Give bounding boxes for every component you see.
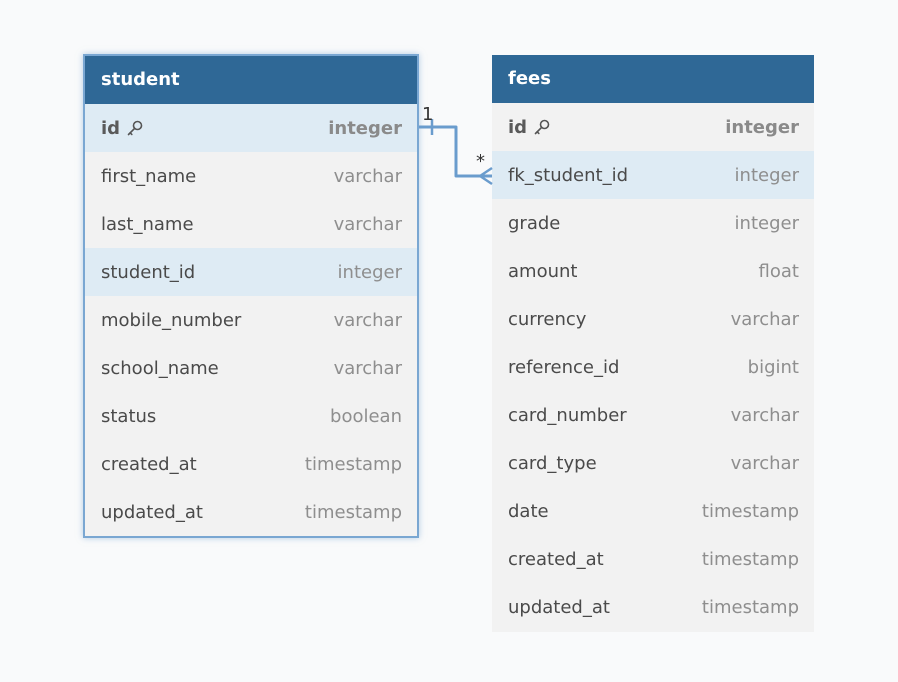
key-icon (534, 119, 550, 135)
table-header-fees[interactable]: fees (492, 55, 814, 103)
column-name: last_name (101, 213, 194, 235)
column-name: grade (508, 212, 561, 234)
column-type: timestamp (701, 500, 799, 522)
column-type: integer (328, 117, 402, 139)
table-header-student[interactable]: student (85, 56, 417, 104)
cardinality-many-label: * (476, 151, 485, 172)
table-row[interactable]: id integer (492, 103, 814, 151)
column-type: bigint (747, 356, 799, 378)
column-type: timestamp (304, 453, 402, 475)
table-row[interactable]: grade integer (492, 199, 814, 247)
table-row[interactable]: last_name varchar (85, 200, 417, 248)
table-row[interactable]: updated_at timestamp (492, 583, 814, 631)
table-row[interactable]: first_name varchar (85, 152, 417, 200)
column-type: float (758, 260, 799, 282)
table-row[interactable]: mobile_number varchar (85, 296, 417, 344)
column-name: id (101, 117, 121, 139)
table-row[interactable]: fk_student_id integer (492, 151, 814, 199)
table-fees[interactable]: fees id integer fk_student_id integer gr… (492, 55, 814, 632)
table-row[interactable]: school_name varchar (85, 344, 417, 392)
column-name: school_name (101, 357, 219, 379)
column-name: fk_student_id (508, 164, 628, 186)
table-student[interactable]: student id integer first_name varchar la… (83, 54, 419, 538)
table-row[interactable]: currency varchar (492, 295, 814, 343)
column-type: varchar (333, 309, 402, 331)
column-type: integer (725, 116, 799, 138)
column-type: timestamp (701, 548, 799, 570)
column-name: created_at (508, 548, 604, 570)
table-row[interactable]: date timestamp (492, 487, 814, 535)
column-name: updated_at (508, 596, 610, 618)
column-name: card_number (508, 404, 627, 426)
column-type: integer (337, 261, 402, 283)
column-name: date (508, 500, 549, 522)
table-row[interactable]: student_id integer (85, 248, 417, 296)
column-name: currency (508, 308, 587, 330)
column-type: timestamp (701, 596, 799, 618)
table-row[interactable]: created_at timestamp (85, 440, 417, 488)
column-name-cell: id (101, 118, 144, 139)
column-type: varchar (730, 308, 799, 330)
column-name: mobile_number (101, 309, 242, 331)
column-type: varchar (730, 452, 799, 474)
column-name: card_type (508, 452, 597, 474)
table-row[interactable]: amount float (492, 247, 814, 295)
cardinality-one-label: 1 (422, 104, 434, 125)
table-row[interactable]: card_type varchar (492, 439, 814, 487)
column-name-cell: id (508, 117, 551, 138)
table-row[interactable]: updated_at timestamp (85, 488, 417, 536)
table-row[interactable]: created_at timestamp (492, 535, 814, 583)
table-row[interactable]: card_number varchar (492, 391, 814, 439)
table-row[interactable]: status boolean (85, 392, 417, 440)
column-name: first_name (101, 165, 197, 187)
column-type: integer (734, 164, 799, 186)
column-type: varchar (333, 165, 402, 187)
key-icon (127, 120, 143, 136)
column-name: id (508, 116, 528, 138)
column-type: varchar (333, 357, 402, 379)
column-name: updated_at (101, 501, 203, 523)
column-name: student_id (101, 261, 196, 283)
table-row[interactable]: id integer (85, 104, 417, 152)
column-name: status (101, 405, 157, 427)
column-name: created_at (101, 453, 197, 475)
column-name: amount (508, 260, 578, 282)
column-type: varchar (333, 213, 402, 235)
column-type: boolean (330, 405, 402, 427)
column-name: reference_id (508, 356, 620, 378)
column-type: varchar (730, 404, 799, 426)
column-type: timestamp (304, 501, 402, 523)
column-type: integer (734, 212, 799, 234)
table-row[interactable]: reference_id bigint (492, 343, 814, 391)
